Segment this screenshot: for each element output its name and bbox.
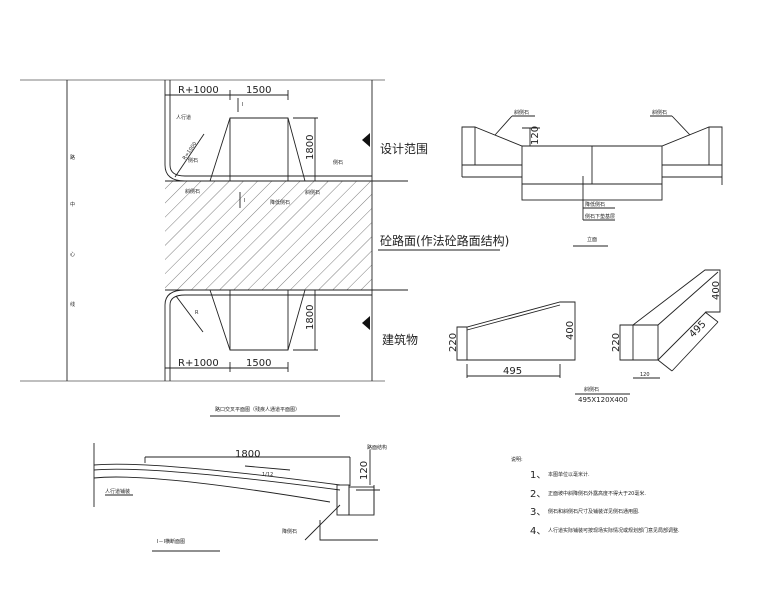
- plan-title: 路口交叉平面图（残疾人通道平面图）: [215, 406, 300, 413]
- stone-size: 495X120X400: [578, 396, 628, 404]
- centerline-char: 线: [70, 301, 75, 308]
- pavement-label: 砼路面(作法砼路面结构): [380, 233, 509, 248]
- elev-curb-base: 侧石下垫基层: [585, 213, 615, 220]
- dim-1500-bottom: 1500: [246, 358, 271, 369]
- section-pavement-structure: 路面结构: [367, 444, 387, 451]
- section-sidewalk-paving: 人行道铺装: [105, 488, 130, 495]
- note-number: 3、: [530, 507, 546, 518]
- elevation-title: 立面: [587, 236, 597, 243]
- section-lowered-curb: 降侧石: [282, 528, 297, 535]
- pavement-hatch: [165, 181, 372, 290]
- section-slope: 1/12: [262, 472, 273, 478]
- dim-r1000-bottom: R+1000: [178, 358, 219, 369]
- stone-dim-400-iso: 400: [711, 281, 722, 300]
- elev-slope-curb-left: 斜侧石: [514, 109, 529, 116]
- slope-curb-label-left: 斜侧石: [185, 188, 200, 195]
- stone-dim-220: 220: [448, 333, 459, 352]
- note-number: 1、: [530, 470, 546, 481]
- section-view: 1800 1/12 120 路面结构 人行道铺装 降侧石 I－I横断面图: [93, 443, 387, 552]
- arrow-icon: [362, 133, 370, 147]
- dim-1500-top: 1500: [246, 85, 271, 96]
- notes-heading: 说明:: [511, 456, 523, 463]
- note-text: 人行道实际铺装可按现场实际情况或规划部门意见局部调整.: [548, 527, 680, 534]
- radius-label-bottom: R: [195, 310, 199, 316]
- ramp-top: [209, 117, 306, 182]
- slope-curb-detail: 495 220 400 495 220 400 120 斜侧石 495X120X…: [448, 269, 722, 404]
- plan-view: R+1000 1500 1800 R+1000 1500 1800 I I R=…: [20, 79, 509, 417]
- lowered-curb-label: 降低侧石: [270, 199, 290, 206]
- curb-label-right: 侧石: [333, 159, 343, 166]
- note-text: 正面坡中斜降侧石外露高度不得大于20毫米.: [548, 490, 646, 497]
- note-number: 4、: [530, 526, 546, 537]
- section-dim-120: 120: [359, 461, 370, 480]
- sidewalk-label: 人行道: [176, 114, 191, 121]
- centerline-char: 心: [70, 251, 75, 258]
- elev-slope-curb-right: 斜侧石: [652, 109, 667, 116]
- section-dim-1800: 1800: [235, 449, 260, 460]
- stone-dim-495-iso: 495: [687, 319, 708, 340]
- stone-dim-120: 120: [640, 372, 650, 378]
- elev-lowered-curb: 降低侧石: [585, 201, 605, 208]
- design-scope-label: 设计范围: [380, 142, 428, 156]
- stone-name: 斜侧石: [584, 386, 599, 393]
- stone-dim-495: 495: [503, 366, 522, 377]
- stone-dim-220-iso: 220: [611, 333, 622, 352]
- section-title: I－I横断面图: [157, 538, 185, 545]
- note-number: 2、: [530, 489, 546, 500]
- note-text: 本图单位以毫米计.: [548, 471, 590, 478]
- dim-1800-top: 1800: [305, 135, 316, 160]
- dim-1800-bottom: 1800: [305, 305, 316, 330]
- notes: 说明: 1、 本图单位以毫米计. 2、 正面坡中斜降侧石外露高度不得大于20毫米…: [511, 456, 680, 537]
- elevation-view: 120 斜侧石 斜侧石 降低侧石 侧石下垫基层 立面: [461, 109, 723, 247]
- ramp-bottom: [209, 289, 306, 351]
- stone-dim-400: 400: [565, 321, 576, 340]
- section-mark-bottom: I: [244, 198, 245, 204]
- note-text: 侧石和斜侧石尺寸及铺装详见侧石通用图.: [548, 508, 640, 515]
- arrow-icon: [362, 316, 370, 330]
- centerline-char: 路: [70, 154, 75, 161]
- centerline-char: 中: [70, 201, 75, 208]
- section-mark-top: I: [242, 102, 243, 108]
- building-label: 建筑物: [382, 332, 418, 347]
- curb-label: 侧石: [188, 157, 198, 164]
- dim-r1000-top: R+1000: [178, 85, 219, 96]
- slope-curb-label-right: 斜侧石: [305, 189, 320, 196]
- elev-dim-120: 120: [530, 126, 541, 145]
